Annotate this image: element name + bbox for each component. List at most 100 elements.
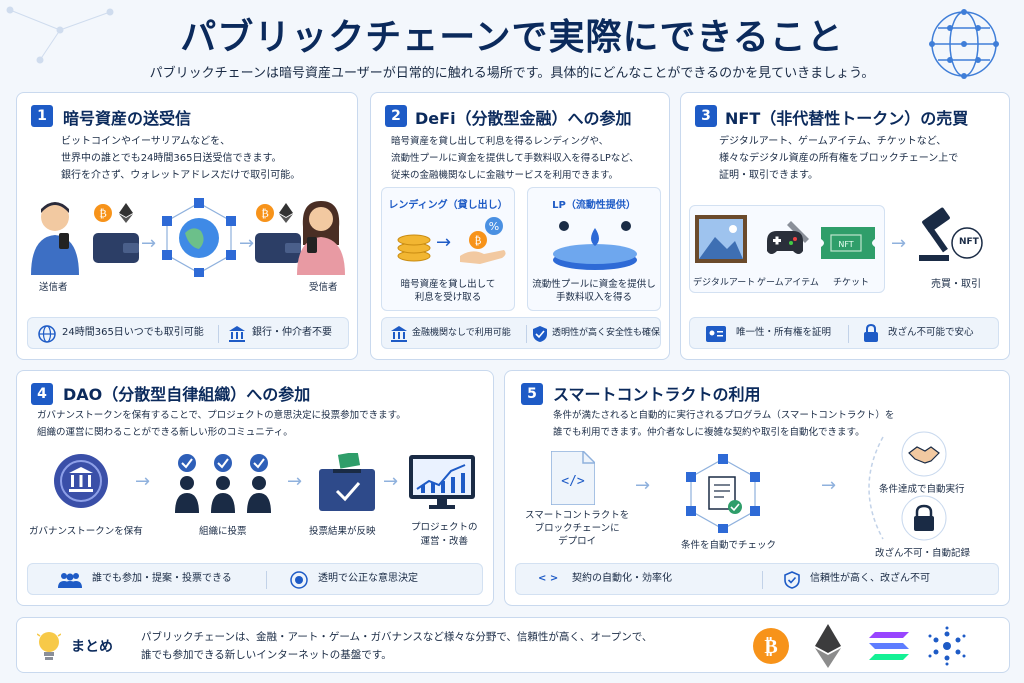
hand-coin-icon: %₿ — [460, 217, 506, 264]
network-decoration-left — [6, 6, 114, 64]
summary-box: まとめ パブリックチェーンは、金融・アート・ゲーム・ガバナンスなど様々な分野で、… — [16, 617, 1010, 673]
svg-text:%: % — [489, 220, 499, 233]
section-number: 2 — [385, 105, 407, 127]
solana-logo-icon — [869, 632, 909, 660]
governance-token-icon — [54, 454, 108, 508]
arrow-icon: → — [891, 233, 907, 254]
dao-step-label: プロジェクトの運営・改善 — [411, 522, 478, 547]
section-footer: 唯一性・所有権を証明 改ざん不可能で安心 — [689, 317, 999, 349]
arrow-icon: → — [635, 475, 651, 496]
section-footer: 24時間365日いつでも取引可能 銀行・仲介者不要 — [27, 317, 349, 349]
footer-feature-1: 契約の自動化・効率化 — [572, 573, 672, 584]
id-card-icon — [706, 326, 726, 342]
arrow-icon: → — [436, 232, 452, 253]
target-icon — [290, 571, 308, 589]
result-label: 条件達成で自動実行 — [879, 484, 965, 495]
svg-text:₿: ₿ — [764, 634, 777, 658]
dao-step-label: 組織に投票 — [199, 526, 247, 537]
check-caption: 条件を自動でチェック — [681, 540, 777, 551]
dao-step-label: 投票結果が反映 — [309, 526, 376, 537]
lp-caption: 流動性プールに資金を提供し手数料収入を得る — [532, 279, 656, 303]
receiver-person-icon — [297, 201, 345, 275]
section-description: 条件が満たされると自動的に実行されるプログラム（スマートコントラクト）を誰でも利… — [553, 410, 895, 438]
blockchain-globe-icon — [162, 198, 236, 277]
section-number: 3 — [695, 105, 717, 127]
liquidity-pool-icon — [553, 221, 637, 270]
footer-feature-1: 誰でも参加・提案・投票できる — [92, 573, 232, 584]
blockchain-document-icon — [686, 454, 760, 533]
wallet-icon — [93, 233, 139, 263]
divider — [848, 325, 849, 343]
lp-heading: LP（流動性提供） — [552, 200, 636, 211]
footer-feature-2: 信頼性が高く、改ざん不可 — [810, 573, 930, 584]
gavel-nft-icon — [919, 207, 983, 261]
section-number: 4 — [31, 383, 53, 405]
divider — [526, 325, 527, 343]
section-footer: < > 契約の自動化・効率化 信頼性が高く、改ざん不可 — [515, 563, 999, 595]
divider — [218, 325, 219, 343]
section-title: DAO（分散型自律組織）への参加 — [63, 385, 311, 404]
footer-feature-1: 24時間365日いつでも取引可能 — [62, 327, 204, 338]
handshake-icon — [901, 431, 947, 477]
btc-coin-icon: ₿ — [94, 204, 112, 222]
bitcoin-logo-icon: ₿ — [753, 628, 789, 664]
card-smart-contract: 5 スマートコントラクトの利用 条件が満たされると自動的に実行されるプログラム（… — [504, 370, 1010, 606]
dashed-curve — [868, 436, 884, 540]
svg-text:₿: ₿ — [261, 207, 269, 220]
eth-icon — [279, 203, 293, 223]
footer-feature-1: 金融機関なしで利用可能 — [412, 328, 511, 338]
arrow-icon: → — [821, 475, 837, 496]
globe-icon — [38, 325, 56, 343]
voting-group-icon — [175, 454, 271, 513]
ballot-box-icon — [319, 453, 375, 511]
nft-item-label: ゲームアイテム — [757, 278, 819, 288]
ethereum-logo-icon — [815, 624, 841, 668]
section-number: 1 — [31, 105, 53, 127]
btc-coin-icon: ₿ — [256, 204, 274, 222]
arrow-icon: → — [383, 471, 399, 492]
growth-monitor-icon — [409, 455, 475, 509]
footer-feature-2: 改ざん不可能で安心 — [888, 327, 974, 338]
lp-panel: LP（流動性提供） 流動性プールに資金を提供し手数料収入を得る — [527, 187, 661, 311]
lock-icon — [864, 324, 878, 342]
card-send-receive: 1 暗号資産の送受信 ビットコインやイーサリアムなどを、世界中の誰とでも24時間… — [16, 92, 358, 360]
section-title: 暗号資産の送受信 — [63, 109, 192, 128]
coin-stack-icon — [397, 234, 431, 262]
svg-text:₿: ₿ — [475, 235, 482, 247]
section-title: NFT（非代替性トークン）の売買 — [725, 109, 969, 128]
sender-label: 送信者 — [39, 282, 68, 293]
section-title: DeFi（分散型金融）への参加 — [415, 109, 632, 128]
page-subtitle: パブリックチェーンは暗号資産ユーザーが日常的に触れる場所です。具体的にどんなこと… — [149, 66, 875, 81]
svg-text:₿: ₿ — [99, 207, 107, 220]
divider — [762, 571, 763, 589]
section-description: デジタルアート、ゲームアイテム、チケットなど、様々なデジタル資産の所有権をブロッ… — [719, 136, 959, 181]
people-icon — [58, 573, 82, 588]
section-footer: 誰でも参加・提案・投票できる 透明で公正な意思決定 — [27, 563, 483, 595]
lending-heading: レンディング（貸し出し） — [388, 200, 508, 211]
cardano-logo-icon — [928, 626, 966, 666]
svg-text:</>: </> — [561, 474, 585, 489]
card-defi: 2 DeFi（分散型金融）への参加 暗号資産を貸し出して利息を得るレンディングや… — [370, 92, 670, 360]
arrow-icon: → — [141, 233, 157, 254]
footer-feature-2: 銀行・仲介者不要 — [252, 327, 332, 338]
summary-label: まとめ — [71, 639, 113, 655]
deploy-caption: スマートコントラクトをブロックチェーンにデプロイ — [525, 510, 630, 547]
shield-check-icon — [533, 326, 547, 342]
section-footer: 金融機関なしで利用可能 透明性が高く安全性も確保 — [381, 317, 661, 349]
digital-art-icon — [695, 215, 747, 263]
sender-person-icon — [31, 202, 79, 275]
dao-step-label: ガバナンストークンを保有 — [29, 526, 143, 537]
nft-badge: NFT — [959, 237, 979, 247]
arrow-icon: → — [239, 233, 255, 254]
bank-icon — [229, 326, 245, 342]
arrow-icon: → — [135, 471, 151, 492]
page-title: パブリックチェーンで実際にできること — [180, 17, 844, 58]
shield-check-icon — [784, 571, 800, 589]
svg-text:NFT: NFT — [838, 240, 853, 249]
arrow-icon: → — [287, 471, 303, 492]
divider — [266, 571, 267, 589]
wallet-icon — [255, 233, 301, 263]
code-icon: < > — [538, 573, 559, 584]
section-description: ビットコインやイーサリアムなどを、世界中の誰とでも24時間365日送受信できます… — [61, 136, 301, 181]
globe-network-icon — [929, 9, 999, 79]
